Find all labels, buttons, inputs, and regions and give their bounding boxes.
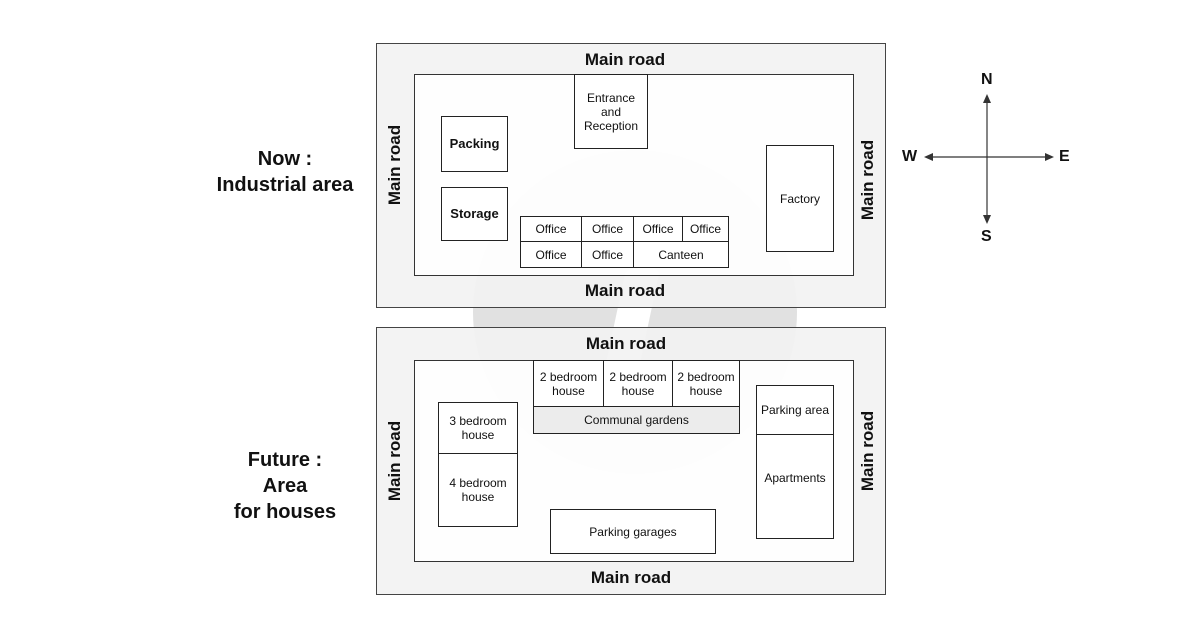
office-6: Office <box>581 241 634 268</box>
office-5: Office <box>520 241 582 268</box>
now-road-left: Main road <box>385 124 404 206</box>
two-bedroom-house-3: 2 bedroom house <box>672 360 740 407</box>
storage: Storage <box>441 187 508 241</box>
now-label: Now : Industrial area <box>200 146 370 198</box>
canteen: Canteen <box>633 241 729 268</box>
future-road-top: Main road <box>585 334 667 353</box>
future-road-bottom: Main road <box>590 568 672 587</box>
parking-garages: Parking garages <box>550 509 716 554</box>
compass-east: E <box>1059 148 1070 165</box>
packing: Packing <box>441 116 508 172</box>
compass-arrows <box>924 94 1054 224</box>
communal-gardens: Communal gardens <box>533 406 740 434</box>
office-4: Office <box>682 216 729 242</box>
future-title: Future : <box>247 449 323 471</box>
office-2: Office <box>581 216 634 242</box>
now-road-bottom: Main road <box>584 281 666 300</box>
two-bedroom-house-2: 2 bedroom house <box>603 360 673 407</box>
future-line-3: for houses <box>233 501 337 523</box>
apartments: Apartments <box>756 434 834 539</box>
future-line-2: Area <box>262 475 308 497</box>
future-label: Future : Area for houses <box>200 447 370 525</box>
entrance-reception: Entrance and Reception <box>574 74 648 149</box>
now-title: Now : <box>257 148 313 170</box>
now-road-top: Main road <box>584 50 666 69</box>
office-1: Office <box>520 216 582 242</box>
future-road-right: Main road <box>858 410 877 492</box>
compass-south: S <box>981 228 992 245</box>
two-bedroom-house-1: 2 bedroom house <box>533 360 604 407</box>
four-bedroom-house: 4 bedroom house <box>438 453 518 527</box>
future-road-left: Main road <box>385 420 404 502</box>
three-bedroom-house: 3 bedroom house <box>438 402 518 454</box>
factory: Factory <box>766 145 834 252</box>
parking-area: Parking area <box>756 385 834 435</box>
office-3: Office <box>633 216 683 242</box>
now-road-right: Main road <box>858 139 877 221</box>
compass-west: W <box>902 148 918 165</box>
now-subtitle: Industrial area <box>216 174 354 196</box>
compass-north: N <box>981 71 993 88</box>
